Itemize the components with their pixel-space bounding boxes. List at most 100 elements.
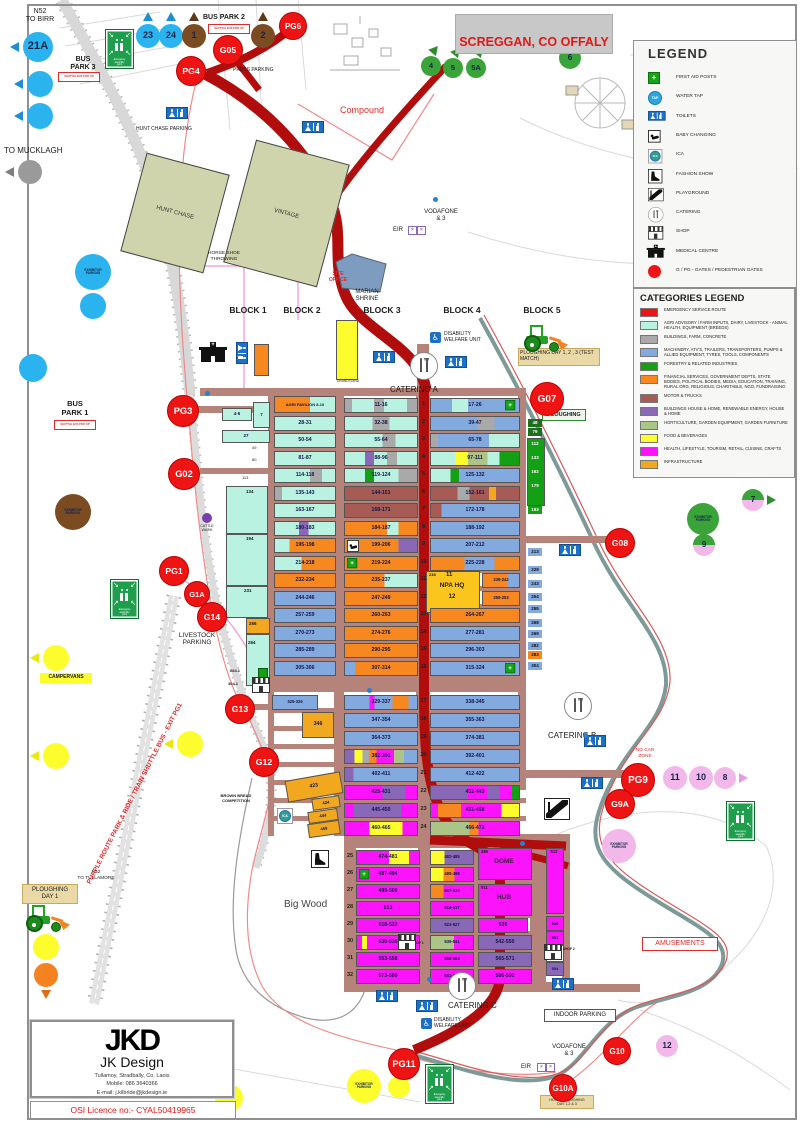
toilets-icon [376, 990, 398, 1002]
parking-circle-7: 7 [742, 489, 764, 511]
plot-495-498: 495-498 [430, 867, 474, 882]
plot [336, 320, 358, 380]
catering-icon [410, 352, 438, 380]
plot-label: 114-118 [295, 471, 315, 478]
gate-G14: G14 [197, 602, 227, 632]
legend-item-label: BABY CHANGING [676, 132, 716, 138]
marian-shrine-shape [335, 253, 387, 293]
label-site: SITE OFFICE [328, 271, 348, 283]
plot-529: 529 [546, 916, 564, 931]
row-number: 17 [420, 698, 427, 704]
toilets-icon [416, 1000, 438, 1012]
plot-425-431: 425-431 [344, 785, 418, 800]
toilets-icon [648, 110, 666, 121]
shop-icon [398, 934, 416, 950]
plot-label: 17-26 [468, 401, 482, 408]
gate-G13: G13 [225, 694, 255, 724]
assembly-icon: ↘↙↗↖Emergency assembly point [726, 801, 755, 841]
plot-label: 214-218 [295, 559, 315, 566]
plot-label: 382-391 [371, 752, 391, 759]
plot-label: 307-314 [371, 664, 391, 671]
plot-513: 513 [356, 901, 420, 916]
shop-icon [544, 944, 562, 960]
baby-icon [648, 129, 661, 143]
label-ploughing-day-1-2: PLOUGHING DAY 1, 2 , 3 (TEST MATCH) [518, 348, 600, 366]
plot-460-465: 460-465 [344, 821, 418, 836]
plot-374-381: 374-381 [430, 731, 520, 746]
plot-label: 277-281 [465, 629, 485, 636]
legend-icon-cell: + [644, 244, 670, 261]
row-number: 10 [420, 559, 427, 565]
plot-label: 432-443 [465, 788, 485, 795]
jkd-email: E-mail: j.kilbride@jkdesign.ie [96, 1089, 168, 1096]
toilets-icon [552, 978, 574, 990]
row-number: 4 [421, 454, 426, 460]
direction-triangle [5, 167, 14, 177]
plot-label: 325-326 [287, 699, 303, 705]
firstaid-icon: + [505, 400, 516, 411]
plot-label: 565-571 [495, 955, 515, 962]
row-number: 13 [420, 611, 427, 617]
plot-4-6: 4-6 [222, 408, 252, 421]
legend-icon-cell [644, 129, 670, 145]
plot-382-391: 382-391 [344, 749, 418, 764]
label-eir: EIR [393, 227, 404, 233]
plot-232-234: 232-234 [274, 573, 336, 588]
tap-icon: TAP [648, 91, 662, 106]
plot-label: 444 [319, 812, 327, 819]
legend-item-baby: BABY CHANGING [644, 129, 792, 147]
gate-PG4: PG4 [176, 56, 206, 86]
plot-523-527: 523-527 [430, 918, 474, 933]
plot-235-237: 235-237 [344, 573, 418, 588]
legend-icon-cell [644, 168, 670, 184]
tag-SHUTTLE-BUS-PICK-UP: SHUTTLE BUS PICK UP [208, 24, 250, 34]
label-amusements: AMUSEMENTS [642, 937, 718, 952]
label-hub: HUB [496, 894, 512, 901]
plot-535: 535 [478, 918, 528, 933]
label-vodafone: VODAFONE & 3 [552, 1044, 586, 1057]
category-label: AGRI ADVISORY / FARM INPUTS, DAIRY, LIVE… [664, 320, 788, 331]
label-block-2: BLOCK 2 [283, 305, 321, 315]
parking-circle-21a: 21A [23, 32, 53, 62]
catering-icon [648, 207, 664, 223]
plot-50-54: 50-54 [274, 433, 336, 448]
plot-label: 487-494 [378, 870, 398, 877]
jkd-address: Tullamoy, Stradbally, Co. Laois [94, 1073, 170, 1079]
plot-label: 285-289 [295, 646, 315, 653]
plot-label: 88-96 [374, 454, 388, 461]
plot-label: 225-228 [465, 559, 485, 566]
tag-304: 304 [528, 662, 542, 670]
parking-circle-5: 5 [443, 58, 463, 78]
plot-17-26: 17-26 + [430, 398, 520, 413]
plot-553-558: 553-558 [356, 952, 420, 967]
plot-180-183: 180-183 [274, 521, 336, 536]
plot-label: 180-183 [295, 524, 315, 531]
tag-SHUTTLE-BUS-PICK-UP: SHUTTLE BUS PICK UP [54, 420, 96, 430]
plot-482-485: 482-485 [430, 850, 474, 865]
tag-229: 229 [528, 566, 542, 574]
label-brown-bread: BROWN BREAD COMPETITION [220, 793, 252, 803]
category-label: FORESTRY & RELATED INDUSTRIES [664, 360, 738, 366]
plot-264-267: 264-267 [430, 608, 520, 623]
legend-item-fashion: FASHION SHOW [644, 168, 792, 186]
plot-label: 257-259 [295, 611, 315, 618]
parking-circle [34, 963, 58, 987]
assembly-icon: ↘↙↗↖Emergency assembly point [425, 1064, 454, 1104]
plot-label: 168-171 [371, 506, 391, 513]
label-horse-shoe: HORSE SHOE THROWING [208, 251, 240, 262]
category-label: FINANCIAL SERVICES, GOVERNMENT DEPTS, ST… [664, 373, 787, 390]
row-number: 28 [346, 904, 354, 910]
row-number: 14 [420, 629, 427, 635]
gate-G08: G08 [605, 528, 635, 558]
plot-label: 264-267 [465, 611, 485, 618]
plot-188-192: 188-192 [430, 521, 520, 536]
category-item: HORTICULTURE, GARDEN EQUIPMENT, GARDEN F… [640, 420, 788, 430]
plot-label: 172-178 [465, 506, 485, 513]
plot-551: 551 [546, 931, 564, 945]
plot-label: 135-143 [295, 489, 315, 496]
assembly-icon: ↘↙↗↖Emergency assembly point [110, 579, 139, 619]
plot-label: 554 [551, 966, 559, 971]
parking-circle-10: 10 [689, 766, 713, 790]
category-swatch [640, 407, 658, 417]
